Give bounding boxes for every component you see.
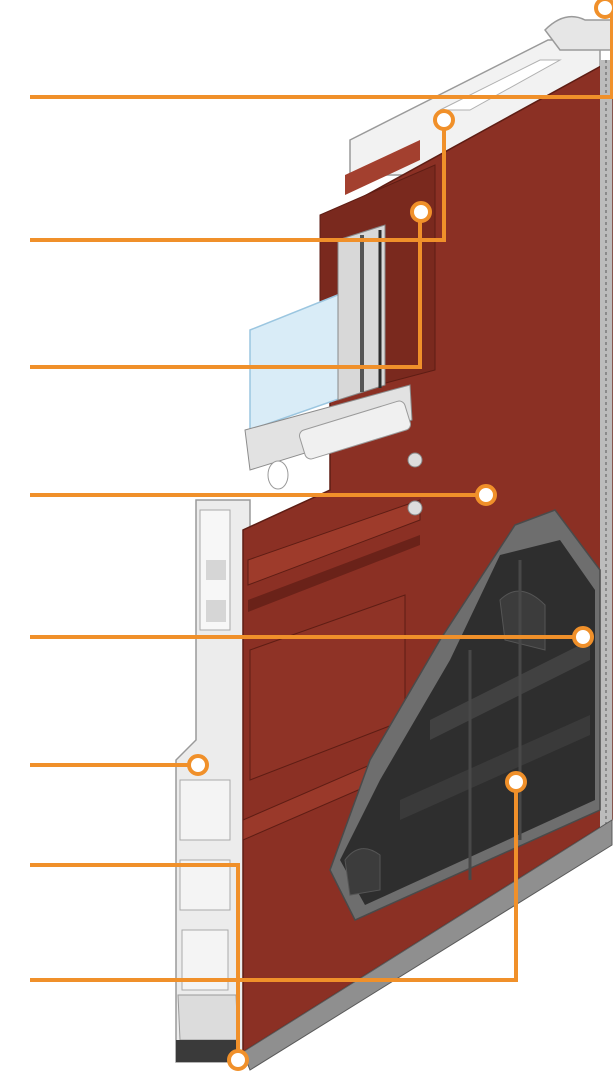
callout-frame-seal [30,754,209,776]
callout-marker-panel-skin [475,484,497,506]
callout-line-insulation-core [30,782,518,982]
callout-panel-skin [30,484,497,506]
callout-insulation-core [30,771,527,982]
callout-top-frame-seal [30,0,613,99]
callout-line-frame-profile [30,120,446,242]
callout-bottom-seal [30,863,249,1071]
callout-line-glazing-bead [30,212,422,369]
frame-profile-left [175,499,251,1063]
glazing-bead [244,384,423,516]
callout-line-bottom-seal [30,863,240,1060]
callout-marker-reinforcement-edge [572,626,594,648]
callout-reinforcement-edge [30,626,594,648]
callout-marker-frame-profile [433,109,455,131]
callout-line-top-frame-seal [30,8,613,99]
callout-marker-top-frame-seal [594,0,613,19]
callout-marker-insulation-core [505,771,527,793]
callout-glazing-bead [30,201,432,369]
callout-marker-glazing-bead [410,201,432,223]
callout-frame-profile [30,109,455,242]
callout-layer [30,0,613,1071]
glass-pane [249,224,386,432]
callout-marker-bottom-seal [227,1049,249,1071]
callout-marker-frame-seal [187,754,209,776]
insulation-cutaway [242,509,613,1071]
